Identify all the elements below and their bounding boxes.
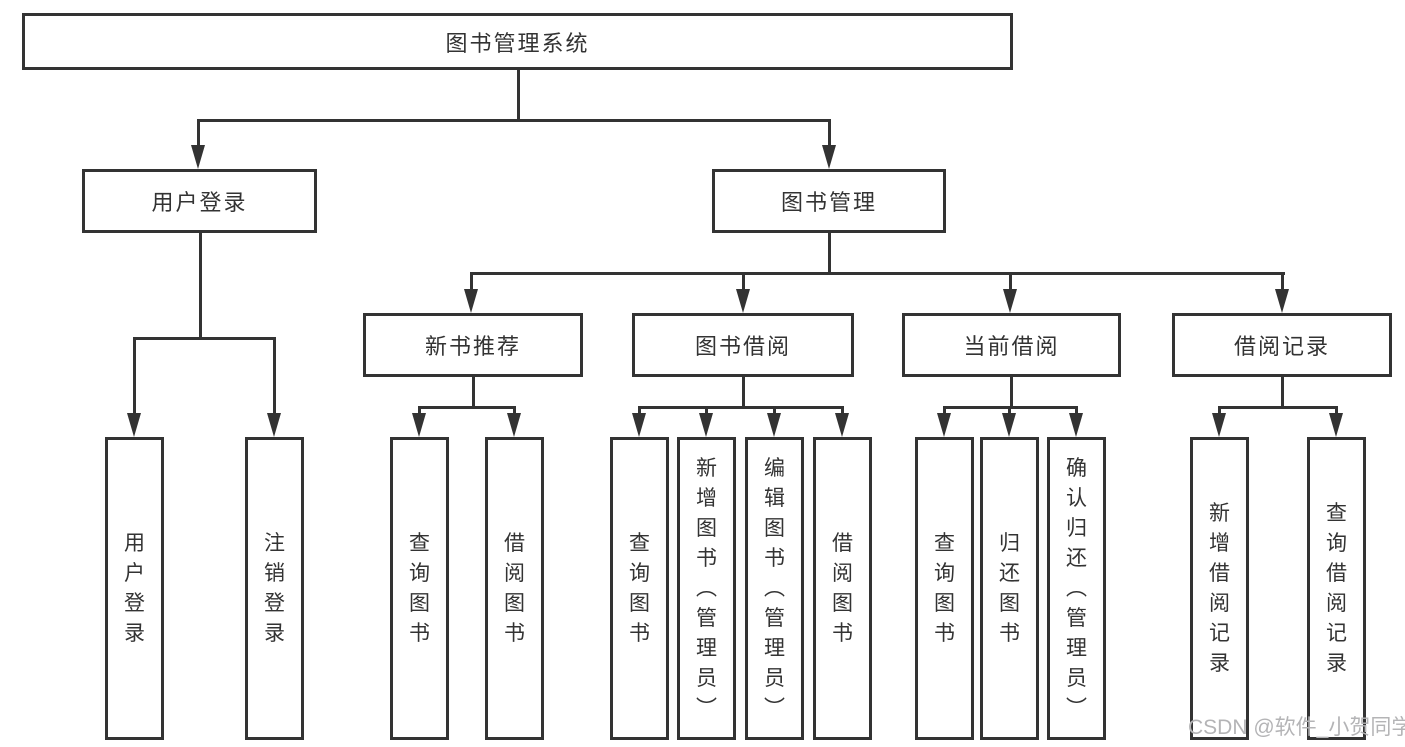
- arrow-down-icon: [822, 145, 836, 169]
- connector: [742, 272, 745, 292]
- connector: [1335, 406, 1338, 419]
- node-user-login: 用户登录: [82, 169, 317, 233]
- connector: [273, 337, 276, 415]
- node-label: 归还图书: [999, 531, 1020, 645]
- node-label: 新增借阅记录: [1209, 501, 1230, 675]
- connector: [943, 406, 946, 419]
- arrow-down-icon: [736, 289, 750, 313]
- connector: [472, 377, 475, 408]
- node-leaf-edit-books-admin: 编辑图书︵管理员︶: [745, 437, 804, 740]
- connector: [1281, 377, 1284, 408]
- node-book-borrowing: 图书借阅: [632, 313, 854, 377]
- node-label: 图书管理: [780, 190, 877, 215]
- node-label: 借阅图书: [504, 531, 525, 645]
- node-label: 当前借阅: [963, 334, 1060, 359]
- node-leaf-query-books-1: 查询图书: [390, 437, 449, 740]
- connector: [1009, 272, 1012, 292]
- node-label: 图书管理系统: [445, 30, 590, 56]
- arrow-down-icon: [507, 413, 521, 437]
- arrow-down-icon: [1002, 413, 1016, 437]
- connector: [197, 119, 831, 122]
- node-leaf-confirm-return-admin: 确认归还︵管理员︶: [1047, 437, 1106, 740]
- connector: [418, 406, 421, 419]
- arrow-down-icon: [464, 289, 478, 313]
- connector: [1218, 406, 1221, 419]
- arrow-down-icon: [1003, 289, 1017, 313]
- arrow-down-icon: [1275, 289, 1289, 313]
- arrow-down-icon: [835, 413, 849, 437]
- node-label: 新书推荐: [424, 334, 521, 359]
- node-leaf-borrow-books-2: 借阅图书: [813, 437, 872, 740]
- node-label: 编辑图书︵管理员︶: [764, 456, 785, 720]
- connector: [773, 406, 776, 419]
- node-label: 用户登录: [151, 190, 248, 215]
- connector: [133, 337, 276, 340]
- connector: [470, 272, 473, 292]
- connector: [418, 406, 516, 409]
- connector: [517, 70, 520, 121]
- node-leaf-add-books-admin: 新增图书︵管理员︶: [677, 437, 736, 740]
- arrow-down-icon: [937, 413, 951, 437]
- node-label: 查询图书: [629, 531, 650, 645]
- node-label: 查询图书: [934, 531, 955, 645]
- connector: [513, 406, 516, 419]
- node-leaf-query-books-3: 查询图书: [915, 437, 974, 740]
- connector: [638, 406, 641, 419]
- node-label: 确认归还︵管理员︶: [1066, 456, 1087, 720]
- arrow-down-icon: [267, 413, 281, 437]
- connector: [841, 406, 844, 419]
- node-leaf-user-login: 用户登录: [105, 437, 164, 740]
- connector: [199, 233, 202, 340]
- arrow-down-icon: [1069, 413, 1083, 437]
- connector: [742, 377, 745, 408]
- node-label: 图书借阅: [694, 334, 791, 359]
- node-borrowing-records: 借阅记录: [1172, 313, 1392, 377]
- node-leaf-return-books: 归还图书: [980, 437, 1039, 740]
- arrow-down-icon: [127, 413, 141, 437]
- node-label: 注销登录: [264, 531, 285, 645]
- node-label: 新增图书︵管理员︶: [696, 456, 717, 720]
- node-leaf-query-books-2: 查询图书: [610, 437, 669, 740]
- node-book-management: 图书管理: [712, 169, 946, 233]
- connector: [1218, 406, 1338, 409]
- arrow-down-icon: [632, 413, 646, 437]
- node-label: 借阅记录: [1233, 334, 1330, 359]
- node-current-borrowing: 当前借阅: [902, 313, 1121, 377]
- arrow-down-icon: [412, 413, 426, 437]
- arrow-down-icon: [699, 413, 713, 437]
- connector: [1281, 272, 1284, 292]
- connector: [828, 119, 831, 147]
- arrow-down-icon: [191, 145, 205, 169]
- arrow-down-icon: [767, 413, 781, 437]
- node-leaf-borrow-books-1: 借阅图书: [485, 437, 544, 740]
- node-leaf-add-borrow-record: 新增借阅记录: [1190, 437, 1249, 740]
- connector: [470, 272, 1285, 275]
- csdn-watermark: CSDN @软件_小贺同学: [1188, 716, 1405, 739]
- node-label: 借阅图书: [832, 531, 853, 645]
- arrow-down-icon: [1212, 413, 1226, 437]
- connector: [705, 406, 708, 419]
- connector: [133, 337, 136, 415]
- connector: [1010, 377, 1013, 408]
- node-library-management-system: 图书管理系统: [22, 13, 1013, 70]
- connector: [1075, 406, 1078, 419]
- node-leaf-query-borrow-record: 查询借阅记录: [1307, 437, 1366, 740]
- connector: [1008, 406, 1011, 419]
- connector: [828, 233, 831, 275]
- node-label: 用户登录: [124, 531, 145, 645]
- connector: [638, 406, 844, 409]
- node-label: 查询图书: [409, 531, 430, 645]
- node-label: 查询借阅记录: [1326, 501, 1347, 675]
- arrow-down-icon: [1329, 413, 1343, 437]
- connector: [197, 119, 200, 147]
- node-new-book-recommend: 新书推荐: [363, 313, 583, 377]
- node-leaf-logout: 注销登录: [245, 437, 304, 740]
